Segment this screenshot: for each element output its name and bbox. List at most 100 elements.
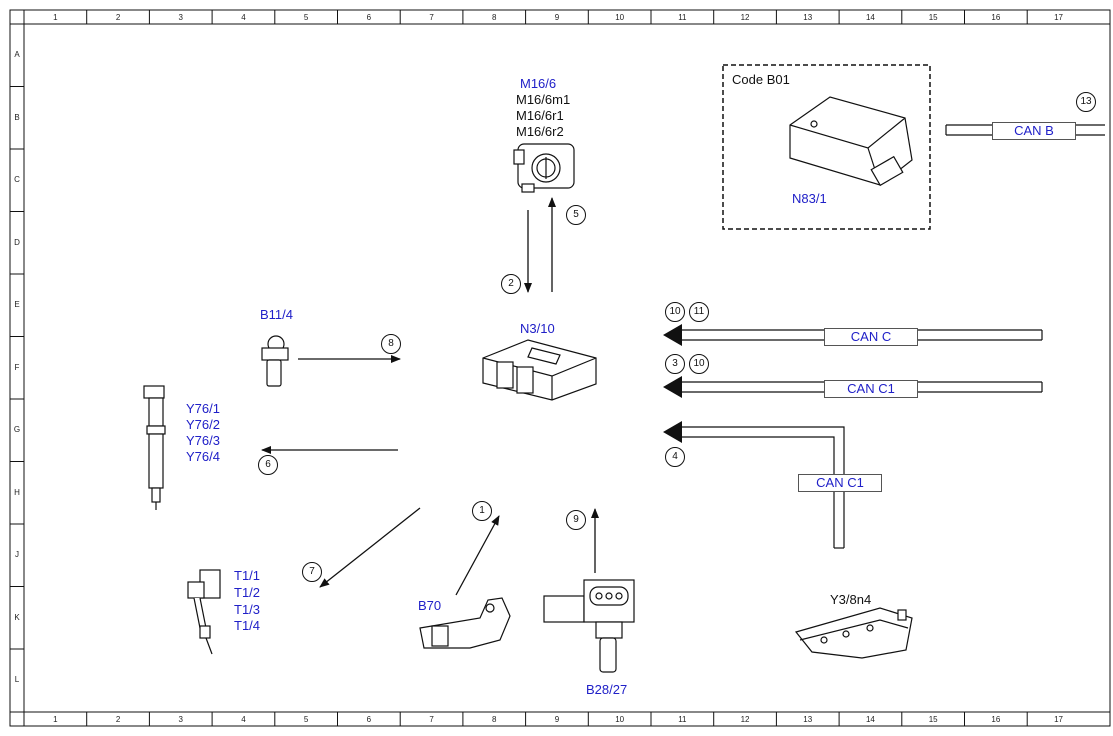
arrow-1 [455,515,500,596]
can-arrowheads [663,324,682,443]
ruler-column-label: 8 [492,13,497,22]
ruler-column-label: 1 [53,715,58,724]
ruler-column-label: 11 [678,13,687,22]
ruler-column-label: 15 [928,13,938,22]
signal-circle-2: 2 [501,274,521,294]
ruler-column-label: 7 [429,13,434,22]
signal-circle-13: 13 [1076,92,1096,112]
ruler-row-label: C [14,175,20,185]
ruler-row-label: E [14,300,20,310]
code-b01-box [722,64,931,230]
can-c1-label-bottom: CAN C1 [798,474,882,492]
label-m16-6r2: M16/6r2 [516,124,564,139]
ruler-column-label: 2 [115,715,121,724]
label-y76-2: Y76/2 [186,417,220,432]
ruler-column-label: 15 [928,715,938,724]
signal-circle-1: 1 [472,501,492,521]
sensor-b70-icon [419,597,511,649]
label-m16-6: M16/6 [520,76,557,91]
can-c1-lower-arrowhead [663,421,682,443]
ruler-column-label: 7 [429,715,434,724]
can-c-arrowhead [663,324,682,346]
signal-circle-8: 8 [381,334,401,354]
label-n3-10: N3/10 [520,321,555,336]
ruler-column-label: 5 [303,715,309,724]
ruler-row-label: D [14,237,20,247]
ruler-column-label: 13 [803,13,813,22]
label-y76-1: Y76/1 [186,401,220,416]
ruler-column-label: 6 [366,715,372,724]
ruler-column-label: 17 [1054,715,1063,724]
ruler-column-label: 5 [303,13,309,22]
valve-body-y3-8n4-icon [794,607,913,659]
ruler-column-label: 1 [53,13,58,22]
label-b70: B70 [418,598,442,613]
ruler-column-label: 4 [241,13,246,22]
ruler-column-label: 11 [678,715,687,724]
frame [9,9,1111,727]
ruler-column-label: 3 [178,13,183,22]
ruler-column-label: 16 [991,13,1001,22]
label-m16-6m1: M16/6m1 [516,92,571,107]
ruler-row-label: A [14,50,20,60]
can-b-label: CAN B [992,122,1076,140]
label-t1-4: T1/4 [234,618,261,633]
ruler-column-label: 17 [1054,13,1063,22]
ruler-row-label: G [13,425,21,435]
label-b28-27: B28/27 [586,682,628,697]
ruler-column-label: 4 [241,715,246,724]
can-c1-label-top: CAN C1 [824,380,918,398]
signal-circle-11: 11 [689,302,709,322]
label-b11-4: B11/4 [260,307,294,322]
ruler-column-label: 10 [615,13,625,22]
ruler-column-label: 9 [554,715,560,724]
sensor-b28-27-icon [543,579,635,673]
signal-circle-6: 6 [258,455,278,475]
label-y76-3: Y76/3 [186,433,220,448]
signal-circle-10-can-c1: 10 [689,354,709,374]
injector-y76-icon [143,385,166,510]
ruler-row-label: B [14,112,20,122]
ruler-column-label: 6 [366,13,372,22]
arrow-7 [319,507,421,588]
ecu-n3-10-icon [482,339,597,401]
ruler-row-label: F [14,362,20,372]
sensor-b11-4-icon [261,335,289,387]
ruler-column-label: 8 [492,715,497,724]
label-y3-8n4: Y3/8n4 [830,592,872,607]
ruler-column-label: 16 [991,715,1001,724]
signal-circle-4: 4 [665,447,685,467]
glow-plug-t1-icon [187,569,221,655]
signal-circle-10-can-c: 10 [665,302,685,322]
can-c-label: CAN C [824,328,918,346]
ruler-column-label: 10 [615,715,625,724]
ruler-column-label: 9 [554,13,560,22]
ruler-column-label: 12 [740,715,750,724]
label-t1-1: T1/1 [234,568,261,583]
can-c1-arrowhead [663,376,682,398]
throttle-valve-icon [513,143,575,193]
signal-circle-3: 3 [665,354,685,374]
signal-circle-5: 5 [566,205,586,225]
label-n83-1: N83/1 [792,191,827,206]
label-code-b01: Code B01 [732,72,790,87]
ruler-row-label: J [15,550,19,560]
ruler-column-label: 14 [865,13,875,22]
signal-circle-9: 9 [566,510,586,530]
label-t1-2: T1/2 [234,585,261,600]
signal-arrows [261,197,599,596]
ruler-column-label: 14 [865,715,875,724]
ruler-column-label: 2 [115,13,121,22]
ruler-row-label: K [14,612,20,622]
ruler-column-label: 3 [178,715,183,724]
ruler-ticks [10,10,1028,726]
label-y76-4: Y76/4 [186,449,220,464]
label-t1-3: T1/3 [234,602,261,617]
label-m16-6r1: M16/6r1 [516,108,564,123]
ruler-column-label: 12 [740,13,750,22]
signal-circle-7: 7 [302,562,322,582]
ruler-row-label: L [14,675,20,685]
ruler-row-label: H [14,487,20,497]
